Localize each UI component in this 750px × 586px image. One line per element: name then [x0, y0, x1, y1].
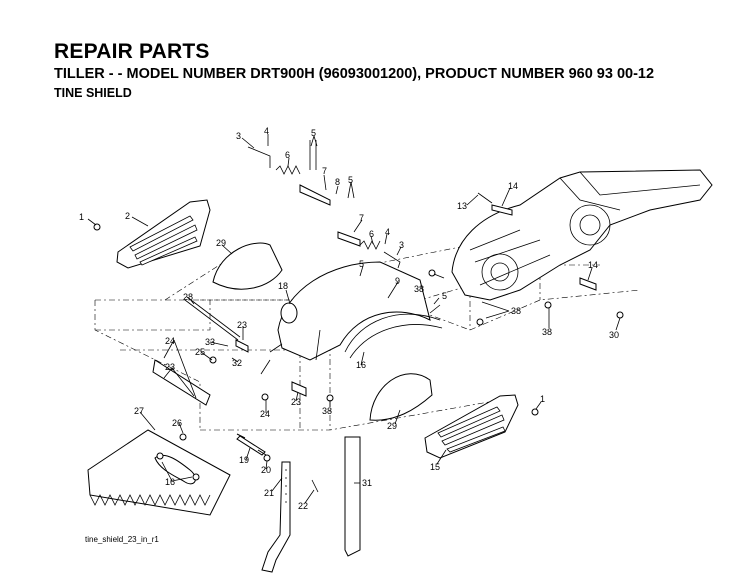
callout-38: 38 [542, 327, 552, 337]
callout-4: 4 [264, 126, 269, 136]
bracket-14-upper [491, 204, 513, 216]
tine-guard-upper [212, 242, 283, 290]
callout-14: 14 [588, 260, 598, 270]
callout-30: 30 [609, 330, 619, 340]
callout-1: 1 [540, 394, 545, 404]
callout-3: 3 [399, 240, 404, 250]
callout-5: 5 [359, 259, 364, 269]
spring-lower [359, 240, 381, 250]
callout-18: 18 [278, 281, 288, 291]
callout-4: 4 [385, 227, 390, 237]
callout-1: 1 [79, 212, 84, 222]
callout-8: 8 [335, 177, 340, 187]
callout-28: 28 [183, 292, 193, 302]
shield-flap [87, 429, 231, 516]
callout-9: 9 [395, 276, 400, 286]
spring-upper [275, 165, 301, 175]
side-shield-right [424, 394, 519, 459]
callout-16: 16 [165, 477, 175, 487]
callout-15: 15 [430, 462, 440, 472]
side-shield-left [116, 199, 211, 269]
callout-6: 6 [285, 150, 290, 160]
callout-31: 31 [362, 478, 372, 488]
callout-29: 29 [216, 238, 226, 248]
callout-19: 19 [239, 455, 249, 465]
callout-5: 5 [442, 291, 447, 301]
callout-21: 21 [264, 488, 274, 498]
callout-29: 29 [387, 421, 397, 431]
clip-23-mid [291, 381, 307, 397]
clip-23-left [235, 339, 249, 353]
alignment-lines [94, 244, 641, 431]
model-subtitle: TILLER - - MODEL NUMBER DRT900H (9609300… [54, 66, 655, 82]
bracket-14-lower [579, 277, 597, 291]
callout-24: 24 [165, 336, 175, 346]
leader-lines [87, 134, 621, 504]
pin [236, 433, 267, 456]
callout-20: 20 [261, 465, 271, 475]
section-title: TINE SHIELD [54, 86, 132, 100]
callout-23: 23 [165, 362, 175, 372]
tine-shield-main [277, 261, 443, 361]
callout-3: 3 [236, 131, 241, 141]
callout-7: 7 [322, 166, 327, 176]
callout-2: 2 [125, 211, 130, 221]
callout-6: 6 [369, 229, 374, 239]
fasteners [93, 192, 624, 493]
depth-stake [261, 461, 291, 573]
callout-22: 22 [298, 501, 308, 511]
callout-27: 27 [134, 406, 144, 416]
depth-bar [344, 436, 361, 557]
callout-23: 23 [291, 397, 301, 407]
callout-labels: 1 1 2 3 3 4 4 5 5 5 5 6 6 7 7 8 9 13 14 … [79, 126, 619, 511]
callout-5: 5 [348, 175, 353, 185]
callout-38: 38 [511, 306, 521, 316]
callout-7: 7 [359, 213, 364, 223]
support-rod [184, 296, 241, 341]
callout-38: 38 [322, 406, 332, 416]
latch-upper [247, 146, 271, 168]
callout-23: 23 [237, 320, 247, 330]
callout-24: 24 [260, 409, 270, 419]
latch-lower [383, 251, 401, 269]
callout-13: 13 [457, 201, 467, 211]
callout-38: 38 [414, 284, 424, 294]
tine-guard-lower [369, 373, 433, 421]
hinge-bracket [152, 359, 211, 406]
file-label: tine_shield_23_in_r1 [85, 535, 159, 544]
callout-26: 26 [172, 418, 182, 428]
callout-14: 14 [508, 181, 518, 191]
tiller-transmission [451, 169, 713, 301]
callout-32: 32 [232, 358, 242, 368]
bracket-upper [299, 140, 331, 206]
callout-5: 5 [311, 128, 316, 138]
page-title: REPAIR PARTS [54, 40, 210, 63]
bracket-mid [337, 231, 361, 247]
callout-33: 33 [205, 337, 215, 347]
callout-16: 16 [356, 360, 366, 370]
callout-25: 25 [195, 347, 205, 357]
